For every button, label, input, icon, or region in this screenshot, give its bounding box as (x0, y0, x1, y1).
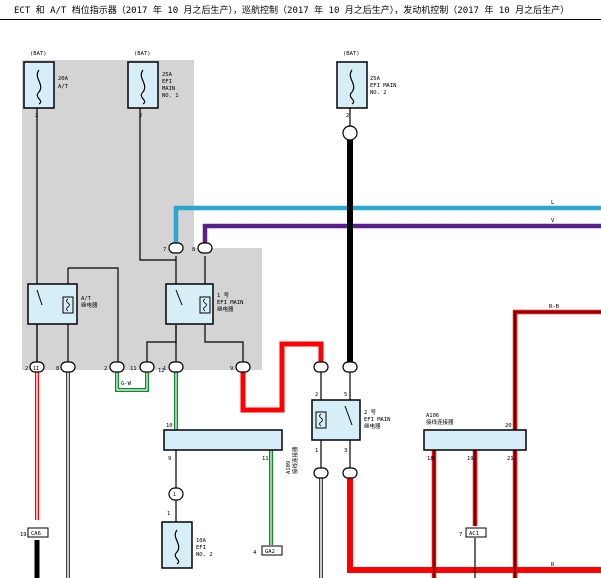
pin-ac1-7: 7 (459, 532, 462, 538)
relay-coil-icon (203, 298, 207, 312)
pin-f1-2: 2 (35, 113, 38, 119)
pin-a109-9: 9 (168, 456, 171, 462)
pin-a106-19: 19 (467, 456, 474, 462)
wire-tag-gw: G-W (121, 381, 132, 387)
fuse-f2-source: (BAT) (134, 51, 151, 57)
wire-violet (202, 223, 601, 243)
relay-r2-label-2: 继电器 (217, 305, 234, 313)
relay-r2 (165, 283, 214, 325)
wire-tag-r: R (551, 562, 555, 568)
fuse-f3-label-1: EFI MAIN (370, 83, 397, 89)
pin-f4-1: 1 (167, 511, 170, 517)
relay-r3 (311, 399, 361, 441)
relay-r3-label-1: EFI MAIN (364, 417, 391, 423)
relay-coil-icon (319, 413, 323, 427)
fuse-f3 (336, 61, 368, 109)
jb-pin-8a: 8 (56, 366, 59, 372)
fuse-f2-label-0: 25A (162, 72, 173, 78)
wire-blue (173, 205, 601, 243)
pin-f3-2: 2 (346, 113, 349, 119)
pin-relay3-1: 1 (315, 448, 318, 454)
splice-tags (27, 527, 487, 556)
relay-r3-label-2: 继电器 (364, 422, 381, 430)
jb-pin-1: 1 (163, 366, 166, 372)
fuse-f1-label-0: 20A (58, 76, 69, 82)
relay-r1-label-1: 继电器 (81, 301, 98, 309)
wire-tag-rb: R-B (549, 304, 560, 310)
connector-a106 (423, 429, 527, 451)
wire-tag-l: L (551, 200, 555, 206)
connector-a106-name: 接线连接器 (426, 418, 454, 426)
junction-pins (29, 125, 358, 501)
jb-code: 1I (33, 366, 39, 372)
relay-r1 (27, 283, 78, 325)
pin-ga2-4: 4 (253, 550, 257, 556)
pin-f2-2: 2 (139, 113, 142, 119)
fuse-f3-label-0: 25A (370, 76, 381, 82)
pin-relay3-2: 2 (315, 392, 318, 398)
fuse-symbol-icon (349, 69, 355, 105)
fuse-f2-label-3: NO. 1 (162, 93, 179, 99)
fuse-f2 (127, 61, 159, 109)
jb-pin-12: 12 (158, 368, 165, 374)
fuse-f3-source: (BAT) (343, 51, 360, 57)
pin-relay3-5: 5 (344, 392, 347, 398)
pin-a106-18: 18 (427, 456, 434, 462)
fuse-f3-label-2: NO. 2 (370, 90, 387, 96)
jb-pin-2b: 2 (104, 366, 107, 372)
pin-relay3-3: 3 (344, 448, 347, 454)
diagram-title: ECT 和 A/T 档位指示器（2017 年 10 月之后生产），巡航控制（20… (14, 6, 570, 16)
relay-r2-label-1: EFI MAIN (217, 300, 244, 306)
pin-a109-10: 10 (166, 423, 173, 429)
connector-a109-name: 接线连接器 (291, 446, 299, 474)
relay-r3-label-0: 2 号 (364, 409, 377, 416)
fuse-f4 (161, 521, 193, 569)
wire-red-upper (240, 341, 324, 413)
fuse-f4-label-1: EFI (196, 545, 206, 551)
jb-pin-7: 7 (163, 247, 166, 253)
pin-f4-top: 1 (173, 492, 176, 498)
fuse-symbol-icon (140, 69, 146, 105)
connector-a109-code: A109 (286, 461, 292, 474)
fuse-f1 (23, 61, 55, 109)
jb-pin-11: 11 (130, 366, 137, 372)
jb-pin-8b: 8 (192, 247, 195, 253)
tag-ac1: AC1 (469, 531, 479, 537)
jb-pin-2a: 2 (25, 366, 28, 372)
connector-a109 (163, 429, 283, 451)
connector-a106-code: A106 (426, 413, 439, 419)
wire-tag-v: V (551, 218, 555, 224)
tag-ca6: CA6 (31, 531, 41, 537)
jb-pin-9: 9 (230, 366, 233, 372)
wire-red-lower (347, 478, 601, 573)
relay-r2-label-0: 1 号 (217, 292, 230, 299)
fuse-f1-label-1: A/T (58, 84, 69, 90)
pin-ca6-19: 19 (20, 532, 27, 538)
relay-coil-icon (66, 298, 70, 312)
tag-ga2: GA2 (265, 549, 275, 555)
fuse-symbol-icon (36, 69, 42, 105)
pin-a106-21: 21 (507, 456, 514, 462)
fuse-f2-label-1: EFI (162, 79, 172, 85)
fuse-f2-label-2: MAIN (162, 86, 175, 92)
pin-a106-20: 20 (505, 423, 512, 429)
fuse-f1-source: (BAT) (30, 51, 47, 57)
relay-r1-label-0: A/T (81, 296, 92, 302)
diagram-header: ECT 和 A/T 档位指示器（2017 年 10 月之后生产），巡航控制（20… (0, 0, 601, 20)
fuse-f4-label-2: NO. 2 (196, 552, 213, 558)
pin-a109-11: 11 (262, 456, 269, 462)
fuse-f4-label-0: 10A (196, 538, 207, 544)
fuse-symbol-icon (174, 529, 180, 565)
